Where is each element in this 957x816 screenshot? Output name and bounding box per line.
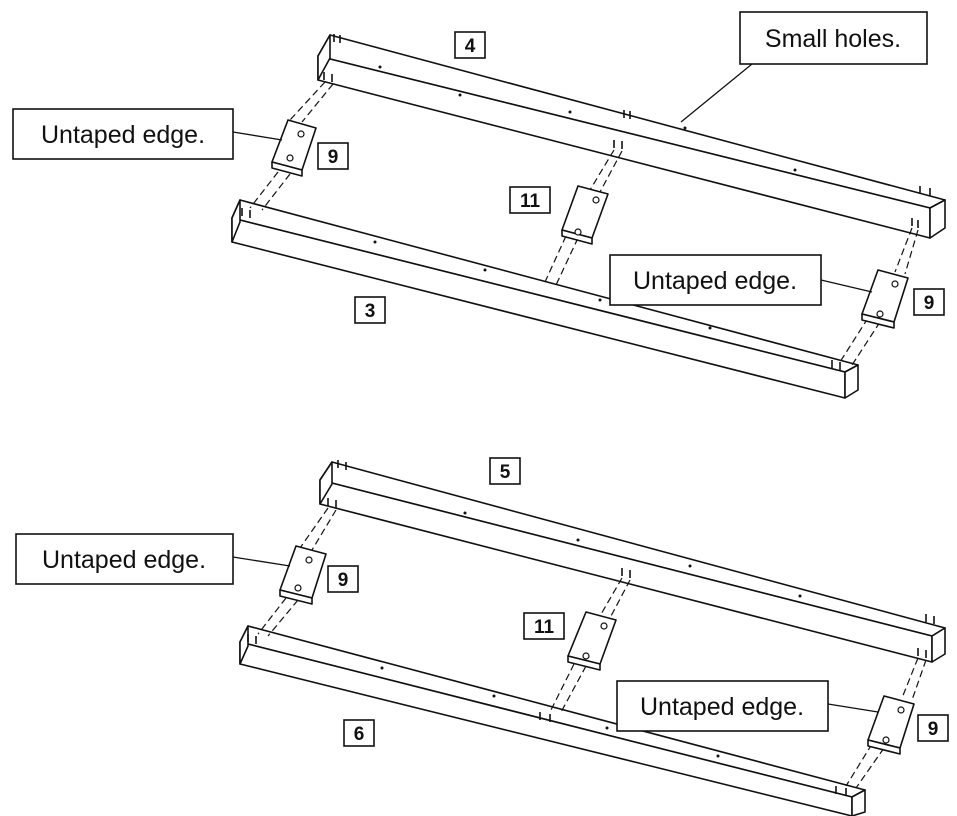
part-label-box	[523, 612, 565, 640]
callout-untaped-edge: Untaped edge.	[640, 693, 804, 721]
rail-6	[239, 625, 866, 816]
part-label-box	[489, 457, 521, 485]
part-label-box	[913, 288, 945, 316]
bottom-assembly: Untaped edge. Untaped edge. 5 9 11 6 9	[15, 457, 949, 816]
bottom-dowel-guides	[257, 507, 927, 789]
callout-box	[616, 680, 829, 732]
part-label-box	[454, 31, 486, 59]
block-9-top-right	[861, 269, 909, 329]
block-9-bottom-left	[279, 545, 327, 605]
part-label-box	[327, 565, 359, 593]
block-9-bottom-right	[867, 695, 915, 755]
part-label-box	[509, 186, 551, 214]
part-label-box	[343, 719, 375, 747]
rail-5	[319, 460, 946, 663]
block-11-bottom-center	[567, 611, 617, 671]
callout-small-holes: Small holes.	[765, 25, 901, 53]
block-9-top-left	[271, 119, 317, 177]
part-label-box	[917, 714, 949, 742]
callout-box	[12, 108, 234, 160]
part-label: 4	[465, 36, 476, 57]
callout-box	[739, 11, 928, 65]
part-label: 11	[520, 191, 541, 212]
part-label: 3	[365, 301, 376, 322]
block-11-top-center	[561, 185, 609, 245]
top-assembly: Small holes. Untaped edge. Untaped edge.…	[12, 11, 946, 399]
part-label: 9	[328, 147, 339, 168]
part-label: 11	[534, 617, 555, 638]
part-label: 9	[338, 570, 349, 591]
callout-untaped-edge: Untaped edge.	[42, 546, 206, 574]
callout-untaped-edge: Untaped edge.	[633, 267, 797, 295]
rail-3	[231, 199, 859, 399]
part-label: 5	[500, 462, 511, 483]
part-label-box	[317, 142, 349, 170]
part-label-box	[354, 296, 386, 324]
part-label: 9	[924, 293, 935, 314]
callout-untaped-edge: Untaped edge.	[41, 121, 205, 149]
part-label: 9	[928, 719, 939, 740]
part-label: 6	[354, 724, 365, 745]
rail-4	[317, 34, 946, 239]
callout-box	[609, 254, 822, 306]
callout-box	[15, 533, 234, 585]
top-dowel-guides	[249, 81, 919, 366]
